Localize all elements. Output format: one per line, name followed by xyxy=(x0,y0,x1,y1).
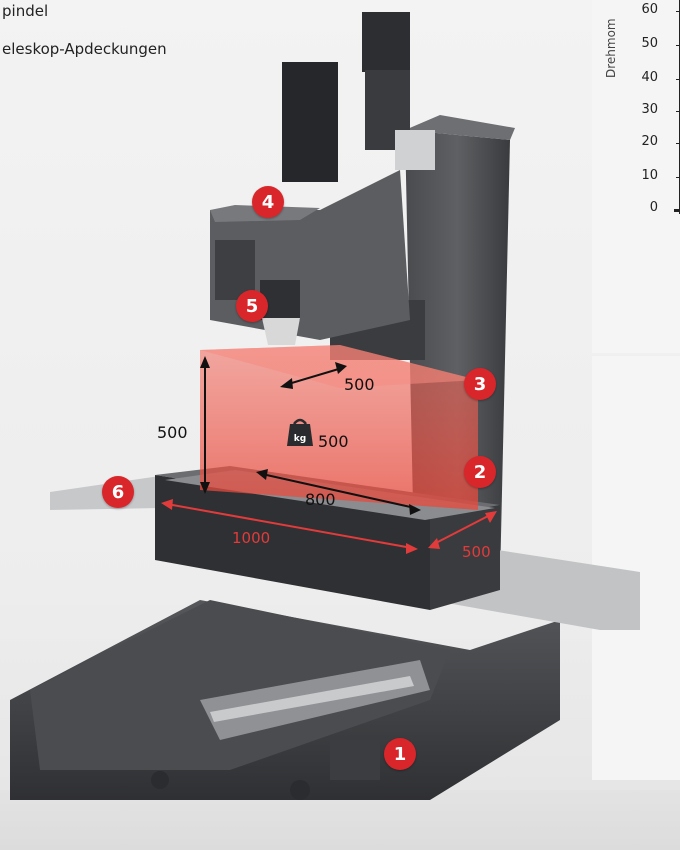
dimension-y-depth-top: 500 xyxy=(344,375,375,394)
chart-tick-mark xyxy=(674,209,680,212)
marker-3: 3 xyxy=(464,368,496,400)
chart-tick-mark xyxy=(676,111,680,112)
dimension-z-height: 500 xyxy=(157,423,188,442)
marker-2: 2 xyxy=(464,456,496,488)
chart-tick-label: 40 xyxy=(641,70,658,85)
dimension-load: 500 xyxy=(318,432,349,451)
chart-tick-mark xyxy=(676,79,680,80)
marker-4: 4 xyxy=(252,186,284,218)
dimension-lines xyxy=(161,356,497,554)
chart-tick-mark xyxy=(676,45,680,46)
chart-tick-mark xyxy=(676,11,680,12)
chart-tick-label: 30 xyxy=(641,102,658,117)
marker-5: 5 xyxy=(236,290,268,322)
chart-tick-mark xyxy=(676,143,680,144)
chart-tick-label: 50 xyxy=(641,36,658,51)
machine-base xyxy=(10,600,560,800)
weight-icon-unit: kg xyxy=(294,434,306,444)
dimension-x-travel: 800 xyxy=(305,490,336,509)
chart-tick-mark xyxy=(676,177,680,178)
legend-item-telescopic-covers: eleskop-Apdeckungen xyxy=(2,40,167,58)
weight-icon: kg xyxy=(287,418,313,446)
chart-tick-label: 60 xyxy=(641,2,658,17)
legend-item-spindle: pindel xyxy=(2,2,49,20)
chart-tick-label: 10 xyxy=(641,168,658,183)
dimension-table-length: 1000 xyxy=(232,529,271,547)
dimension-table-width: 500 xyxy=(462,543,491,561)
marker-6: 6 xyxy=(102,476,134,508)
chart-tick-label: 0 xyxy=(649,200,658,215)
chart-tick-label: 20 xyxy=(641,134,658,149)
marker-1: 1 xyxy=(384,738,416,770)
